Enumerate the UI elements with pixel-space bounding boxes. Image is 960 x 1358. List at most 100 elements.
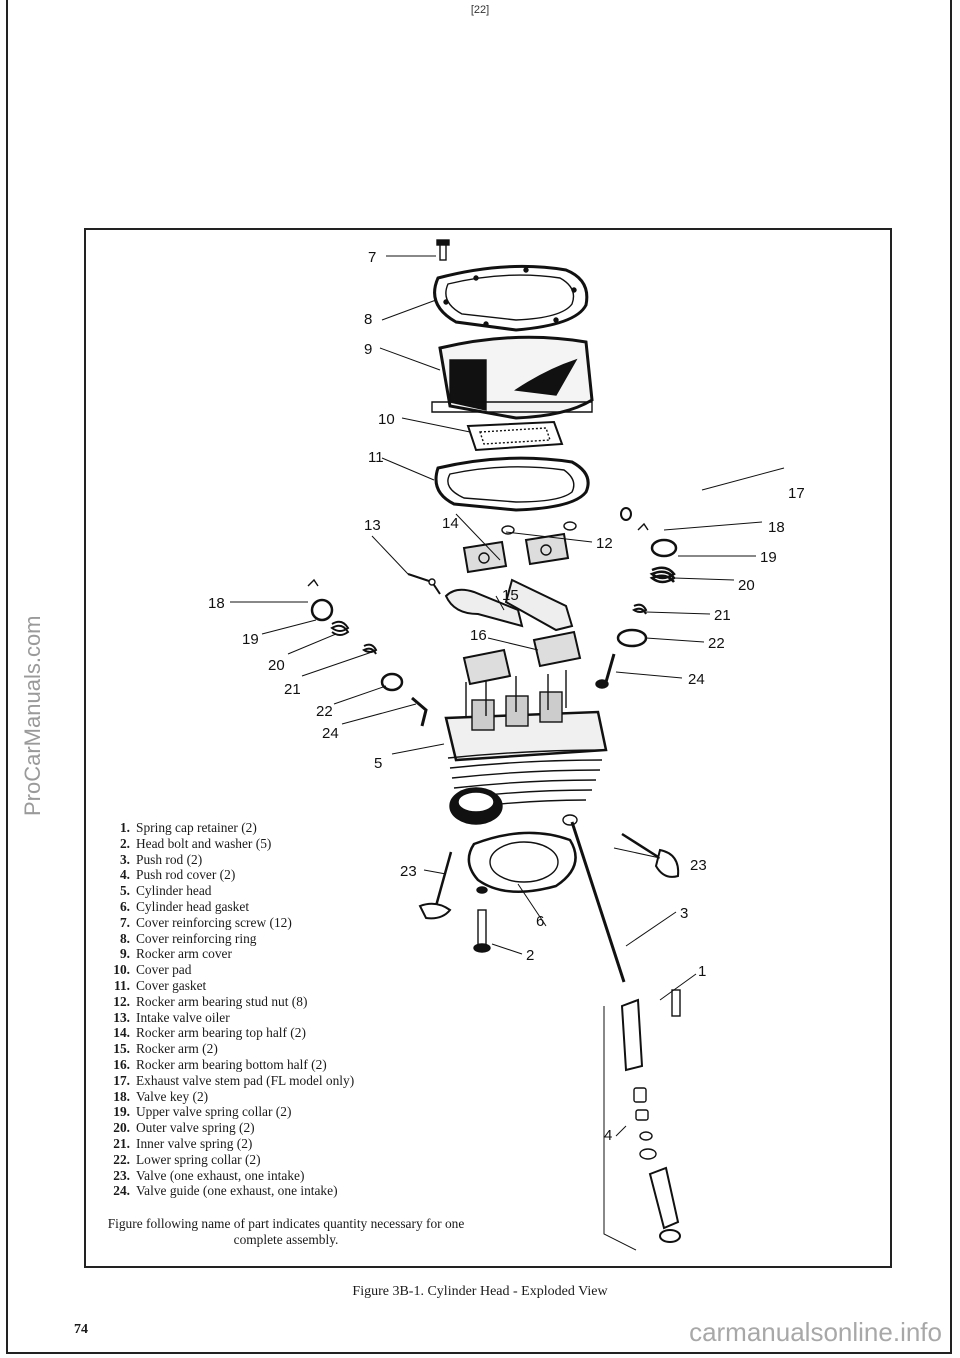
right-valve-train-drawing (595, 507, 678, 689)
part-number: 21. (113, 1135, 130, 1151)
parts-list-item: 21. Inner valve spring (2) (106, 1136, 526, 1152)
cylinder-head-drawing (444, 670, 608, 825)
callout-11: 11 (368, 449, 384, 466)
cover-pad-drawing (466, 420, 564, 452)
part-number: 3. (119, 851, 130, 867)
callout-5: 5 (374, 755, 382, 772)
parts-list-item: 16. Rocker arm bearing bottom half (2) (106, 1057, 526, 1073)
parts-list-item: 6.Cylinder head gasket (106, 899, 526, 915)
part-name: Rocker arm bearing stud nut (8) (136, 993, 308, 1009)
rocker-arm-cover-drawing (431, 335, 594, 420)
stud-nut-left-drawing (501, 525, 515, 535)
parts-list-item: 5.Cylinder head (106, 883, 526, 899)
head-bolt-drawing (473, 886, 491, 953)
push-rod-cover-drawing (603, 989, 681, 1251)
callout-15: 15 (502, 587, 519, 604)
callout-8: 8 (364, 311, 372, 328)
part-name: Cover reinforcing ring (136, 930, 257, 946)
intake-valve-oiler-drawing (407, 573, 441, 595)
callout-1: 1 (698, 963, 706, 980)
parts-list-item: 8. Cover reinforcing ring (106, 931, 526, 947)
part-name: Spring cap retainer (2) (136, 820, 257, 835)
bottom-watermark: carmanualsonline.info (689, 1317, 942, 1347)
part-name: Cylinder head (136, 883, 212, 899)
part-number: 14. (113, 1025, 130, 1041)
callout-7: 7 (368, 249, 376, 266)
callout-20-right: 20 (738, 577, 755, 594)
parts-list-item: 20. Outer valve spring (2) (106, 1120, 526, 1136)
callout-23-right: 23 (690, 857, 707, 874)
callout-14: 14 (442, 515, 459, 532)
cover-reinforcing-screw-drawing (436, 239, 450, 261)
part-number: 10. (113, 962, 130, 978)
callout-20-left: 20 (268, 657, 285, 674)
parts-list-item: 11. Cover gasket (106, 978, 526, 994)
part-name: Lower spring collar (2) (136, 1151, 261, 1167)
callout-22-left: 22 (316, 703, 333, 720)
part-name: Valve guide (one exhaust, one intake) (136, 1183, 338, 1199)
part-name: Exhaust valve stem pad (FL model only) (136, 1072, 355, 1088)
parts-list-item: 14.Rocker arm bearing top half (2) (106, 1025, 526, 1041)
bearing-top-half-drawing (462, 532, 570, 574)
parts-list-item: 15.Rocker arm (2) (106, 1041, 526, 1057)
part-name: Upper valve spring collar (2) (136, 1104, 292, 1120)
part-number: 18. (113, 1088, 130, 1104)
part-number: 11. (114, 977, 130, 993)
part-name: Cover gasket (136, 977, 207, 993)
part-number: 17. (113, 1072, 130, 1088)
callout-16: 16 (470, 627, 487, 644)
part-number: 9. (119, 946, 130, 962)
page-frame (6, 0, 952, 1354)
part-number: 23. (113, 1167, 130, 1183)
part-name: Push rod (2) (136, 851, 203, 867)
part-name: Inner valve spring (2) (136, 1135, 253, 1151)
callout-12: 12 (596, 535, 613, 552)
part-number: 13. (113, 1009, 130, 1025)
leader-lines (230, 255, 785, 1137)
cover-gasket-drawing (434, 456, 590, 512)
part-number: 2. (119, 835, 130, 851)
intake-valve-drawing (418, 851, 453, 920)
parts-list-item: 18. Valve key (2) (106, 1089, 526, 1105)
parts-list-item: 3. Push rod (2) (106, 852, 526, 868)
part-name: Valve key (2) (136, 1088, 209, 1104)
part-number: 15. (113, 1041, 130, 1057)
parts-list-item: 9.Rocker arm cover (106, 946, 526, 962)
part-name: Push rod cover (2) (136, 867, 236, 883)
callout-22-right: 22 (708, 635, 725, 652)
part-name: Head bolt and washer (5) (136, 835, 272, 851)
callout-19-left: 19 (242, 631, 259, 648)
parts-list-item: 23.Valve (one exhaust, one intake) (106, 1168, 526, 1184)
push-rod-drawing (562, 814, 626, 983)
part-number: 20. (113, 1120, 130, 1136)
page-number: 74 (74, 1322, 88, 1337)
callout-13: 13 (364, 517, 381, 534)
parts-list-item: 12. Rocker arm bearing stud nut (8) (106, 994, 526, 1010)
part-number: 19. (113, 1104, 130, 1120)
side-watermark: ProCarManuals.com (20, 615, 45, 816)
parts-list: 1.Spring cap retainer (2)2.Head bolt and… (106, 820, 526, 1199)
figure-box: 7 8 9 10 11 13 14 12 15 16 5 17 18 19 20… (84, 228, 892, 1268)
callout-21-left: 21 (284, 681, 301, 698)
part-number: 7. (119, 914, 130, 930)
part-name: Outer valve spring (2) (136, 1120, 255, 1136)
callout-3: 3 (680, 905, 688, 922)
part-name: Rocker arm bearing bottom half (2) (136, 1056, 327, 1072)
callout-4: 4 (604, 1127, 612, 1144)
parts-list-item: 17. Exhaust valve stem pad (FL model only… (106, 1073, 526, 1089)
callout-18-left: 18 (208, 595, 225, 612)
cylinder-head-gasket-drawing (467, 831, 577, 894)
callout-21-right: 21 (714, 607, 731, 624)
parts-list-item: 2. Head bolt and washer (5) (106, 836, 526, 852)
parts-list-item: 13. Intake valve oiler (106, 1010, 526, 1026)
part-number: 8. (119, 930, 130, 946)
part-number: 24. (113, 1183, 130, 1199)
part-number: 12. (113, 993, 130, 1009)
part-name: Intake valve oiler (136, 1009, 230, 1025)
callout-17: 17 (788, 485, 805, 502)
page-tag: [22] (470, 4, 490, 16)
stud-nut-right-drawing (563, 521, 577, 531)
part-name: Cover pad (136, 962, 192, 978)
part-number: 4. (119, 867, 130, 883)
part-number: 16. (113, 1056, 130, 1072)
